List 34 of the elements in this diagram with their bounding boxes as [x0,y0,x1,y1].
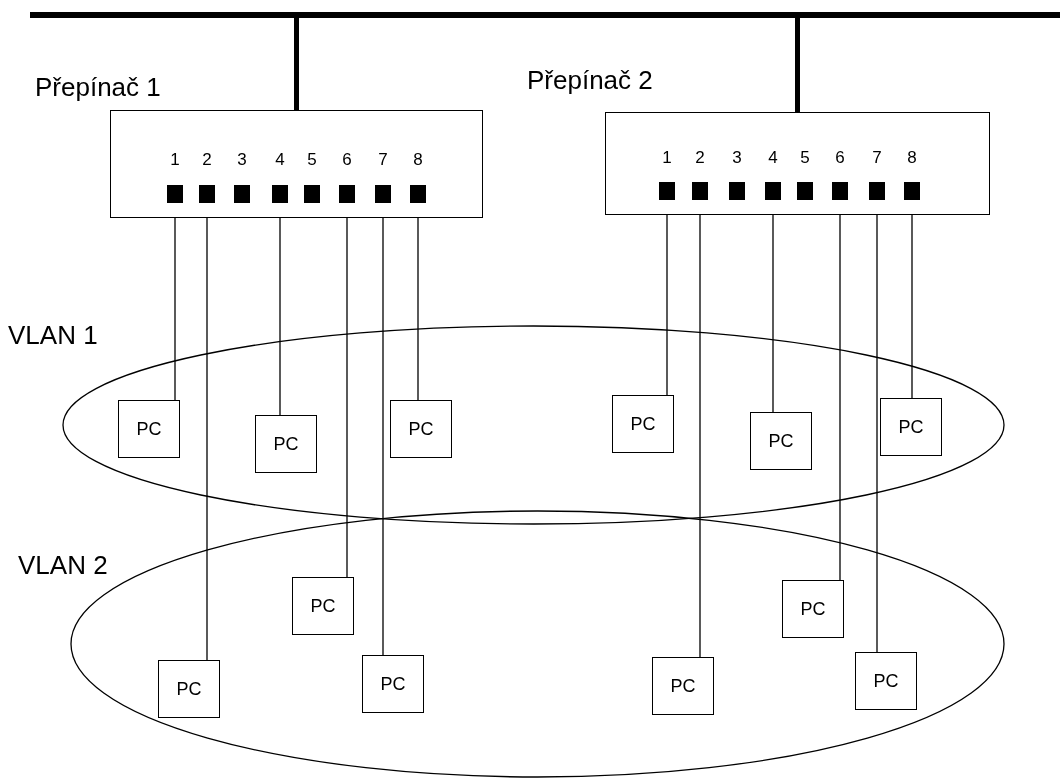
connector-line [294,18,299,110]
pc-box: PC [652,657,714,715]
pc-box: PC [750,412,812,470]
pc-box: PC [118,400,180,458]
pc-box: PC [292,577,354,635]
port-number: 6 [341,150,353,170]
pc-box: PC [612,395,674,453]
port-number: 7 [377,150,389,170]
port-number: 3 [236,150,248,170]
pc-box: PC [255,415,317,473]
port-number: 8 [906,148,918,168]
port-number: 5 [799,148,811,168]
port-number: 1 [169,150,181,170]
pc-box: PC [362,655,424,713]
vlan-label: VLAN 2 [18,550,108,580]
switch-label: Přepínač 1 [35,72,161,102]
vlan-label: VLAN 1 [8,320,98,350]
port-number: 8 [412,150,424,170]
switch-label: Přepínač 2 [527,65,653,95]
pc-box: PC [782,580,844,638]
connector-line [795,18,800,112]
pc-box: PC [158,660,220,718]
port-number: 4 [274,150,286,170]
pc-box: PC [880,398,942,456]
port-number: 2 [694,148,706,168]
pc-box: PC [855,652,917,710]
port-number: 5 [306,150,318,170]
port-number: 2 [201,150,213,170]
port-number: 6 [834,148,846,168]
port-number: 7 [871,148,883,168]
pc-box: PC [390,400,452,458]
port-number: 3 [731,148,743,168]
port-number: 4 [767,148,779,168]
port-number: 1 [661,148,673,168]
